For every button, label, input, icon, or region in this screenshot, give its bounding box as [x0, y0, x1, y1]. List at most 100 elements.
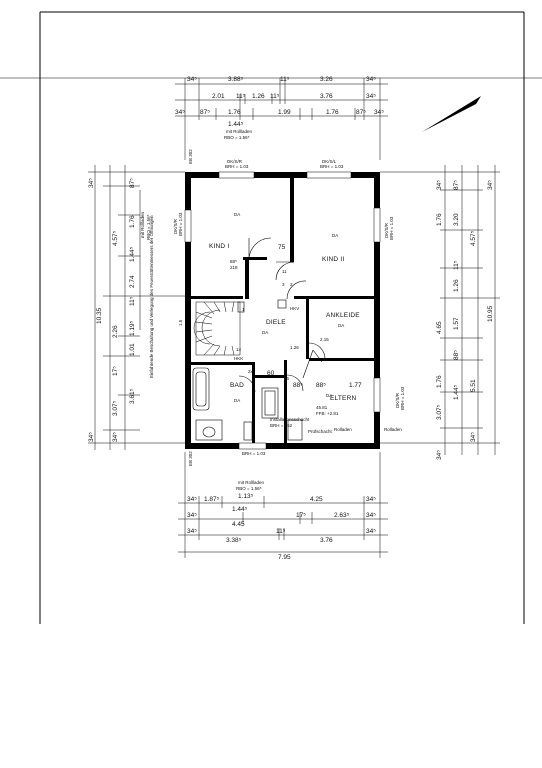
- room-eltern: ELTERN: [330, 395, 357, 402]
- door-swings: [238, 237, 326, 393]
- left-rollladen: mit Rollladen: [140, 211, 145, 238]
- left-dim-17: 17⁵: [112, 366, 119, 376]
- label-dk-right-brh: BRH = 1.03: [320, 164, 344, 169]
- bottom-dim-263: 2.63⁵: [334, 512, 350, 519]
- right-dimension-chains: [380, 165, 500, 455]
- label-75: 75: [278, 244, 286, 251]
- right-dim-11: 11⁵: [453, 260, 460, 270]
- right-dim-157: 1.57: [453, 317, 460, 330]
- left-note: Einfahrende Beschaltung und Verlegung de…: [149, 215, 154, 378]
- label-14: 14: [236, 347, 242, 352]
- top-dim-388: 3.88⁵: [228, 76, 244, 83]
- top-dim-199: 1.99: [278, 109, 291, 116]
- room-kind-2: KIND II: [322, 256, 345, 263]
- label-3: 3: [282, 282, 285, 287]
- label-da-bad: DA: [234, 398, 241, 403]
- top-dim-201: 2.01: [212, 93, 225, 100]
- label-126: 1.26: [290, 345, 299, 350]
- right-dim-176b: 1.76: [436, 375, 443, 388]
- top-dim-144: 1.44⁵: [228, 121, 244, 128]
- right-dim-307: 3.07⁵: [436, 404, 443, 420]
- left-dim-119: 1.19⁵: [129, 320, 136, 336]
- left-dim-361: 3.61⁵: [129, 388, 136, 404]
- label-installation-brh: BRH = 152: [270, 423, 293, 428]
- room-ankleide: ANKLEIDE: [326, 312, 360, 319]
- bottom-dim-34b: 34⁵: [366, 496, 376, 503]
- right-dim-551: 5.51: [470, 379, 477, 392]
- label-window-right-brh: BRH = 1.03: [389, 216, 394, 240]
- bottom-dim-376: 3.76: [320, 537, 333, 544]
- right-dim-34c: 34⁵: [436, 450, 443, 460]
- bottom-dim-34e: 34⁵: [187, 528, 197, 535]
- label-hkk: HKK: [234, 356, 244, 361]
- bottom-dim-11: 11⁵: [276, 528, 286, 535]
- bottom-dim-34f: 34⁵: [366, 528, 376, 535]
- room-eltern-area: 45.81: [316, 405, 328, 410]
- top-dim-34c: 34⁵: [366, 93, 376, 100]
- label-wall-mark: 1.5: [178, 319, 183, 326]
- label-11: 11: [282, 269, 287, 274]
- label-26: 26: [284, 376, 290, 381]
- bottom-dim-445: 4.45: [232, 521, 245, 528]
- bottom-dim-113: 1.13⁵: [238, 493, 254, 500]
- north-arrow: [422, 96, 481, 132]
- label-dk-right: DK/S/L: [322, 159, 337, 164]
- top-dimension-chains: [175, 78, 388, 160]
- left-dim-457: 4.57⁵: [112, 230, 119, 246]
- right-dim-1095: 10.95: [487, 305, 494, 322]
- bottom-rollladen: mit Rollladen: [238, 480, 265, 485]
- top-dim-176a: 1.76: [228, 109, 241, 116]
- label-88b: 88⁵: [316, 382, 326, 389]
- label-da-diele: DA: [262, 330, 269, 335]
- right-dim-320: 3.20: [453, 213, 460, 226]
- label-window-left-brh: BRH = 1.03: [178, 212, 183, 236]
- left-dim-274: 2.74: [129, 275, 136, 288]
- right-dim-126: 1.26: [453, 279, 460, 292]
- bottom-dim-795: 7.95: [278, 554, 291, 561]
- top-dim-34e: 34⁵: [374, 109, 384, 116]
- interior-walls: [191, 178, 374, 443]
- right-dim-144: 1.44⁵: [453, 384, 460, 400]
- label-ref-top: EB 302: [188, 149, 193, 164]
- label-installation: Installationsschacht: [270, 417, 310, 422]
- left-dim-1035: 10.35: [96, 307, 103, 324]
- label-da-kind2: DA: [332, 233, 339, 238]
- bottom-dim-144: 1.44⁵: [232, 506, 248, 513]
- label-stair-c: 2x: [248, 369, 253, 374]
- left-dim-176: 1.76: [129, 215, 136, 228]
- top-dim-376: 3.76: [320, 93, 333, 100]
- staircase: [193, 301, 241, 356]
- bottom-dim-187: 1.87⁵: [204, 496, 220, 503]
- bottom-dimension-chains: [178, 452, 388, 558]
- label-88a: 88⁵: [293, 382, 303, 389]
- left-dim-144: 1.44⁵: [129, 246, 136, 262]
- bottom-dim-34a: 34⁵: [187, 496, 197, 503]
- right-dim-457: 4.57⁵: [470, 230, 477, 246]
- top-rbo: RBO = 1.56⁵: [224, 135, 250, 140]
- right-dim-34d: 34⁵: [470, 432, 477, 442]
- right-dim-176a: 1.76: [436, 213, 443, 226]
- bottom-dim-17: 17⁵: [296, 512, 306, 519]
- label-da-eltern: DA: [326, 393, 333, 398]
- label-215: 2.15: [320, 337, 329, 342]
- bottom-dim-425: 4.25: [310, 496, 323, 503]
- top-dim-11a: 11⁵: [280, 76, 290, 83]
- left-dim-34a: 34⁵: [88, 178, 95, 188]
- bottom-dim-34d: 34⁵: [366, 512, 376, 519]
- left-dim-87: 87⁵: [129, 178, 136, 188]
- room-kind-1: KIND I: [209, 243, 230, 250]
- right-dim-34a: 34⁵: [436, 180, 443, 190]
- exterior-walls: [185, 172, 380, 449]
- label-da-ankleide: DA: [338, 323, 345, 328]
- top-dim-176b: 1.76: [326, 109, 339, 116]
- label-hkv: HKV: [290, 306, 300, 311]
- label-2: 2: [290, 282, 293, 287]
- label-dk-left-brh: BRH = 1.03: [225, 164, 249, 169]
- top-dim-34d: 34⁵: [175, 109, 185, 116]
- sheet-border: [0, 11, 542, 624]
- left-dim-307: 3.07⁵: [112, 400, 119, 416]
- bath-fixtures: [192, 367, 279, 441]
- top-dim-126: 1.26: [252, 93, 265, 100]
- top-dim-87b: 87⁵: [356, 109, 366, 116]
